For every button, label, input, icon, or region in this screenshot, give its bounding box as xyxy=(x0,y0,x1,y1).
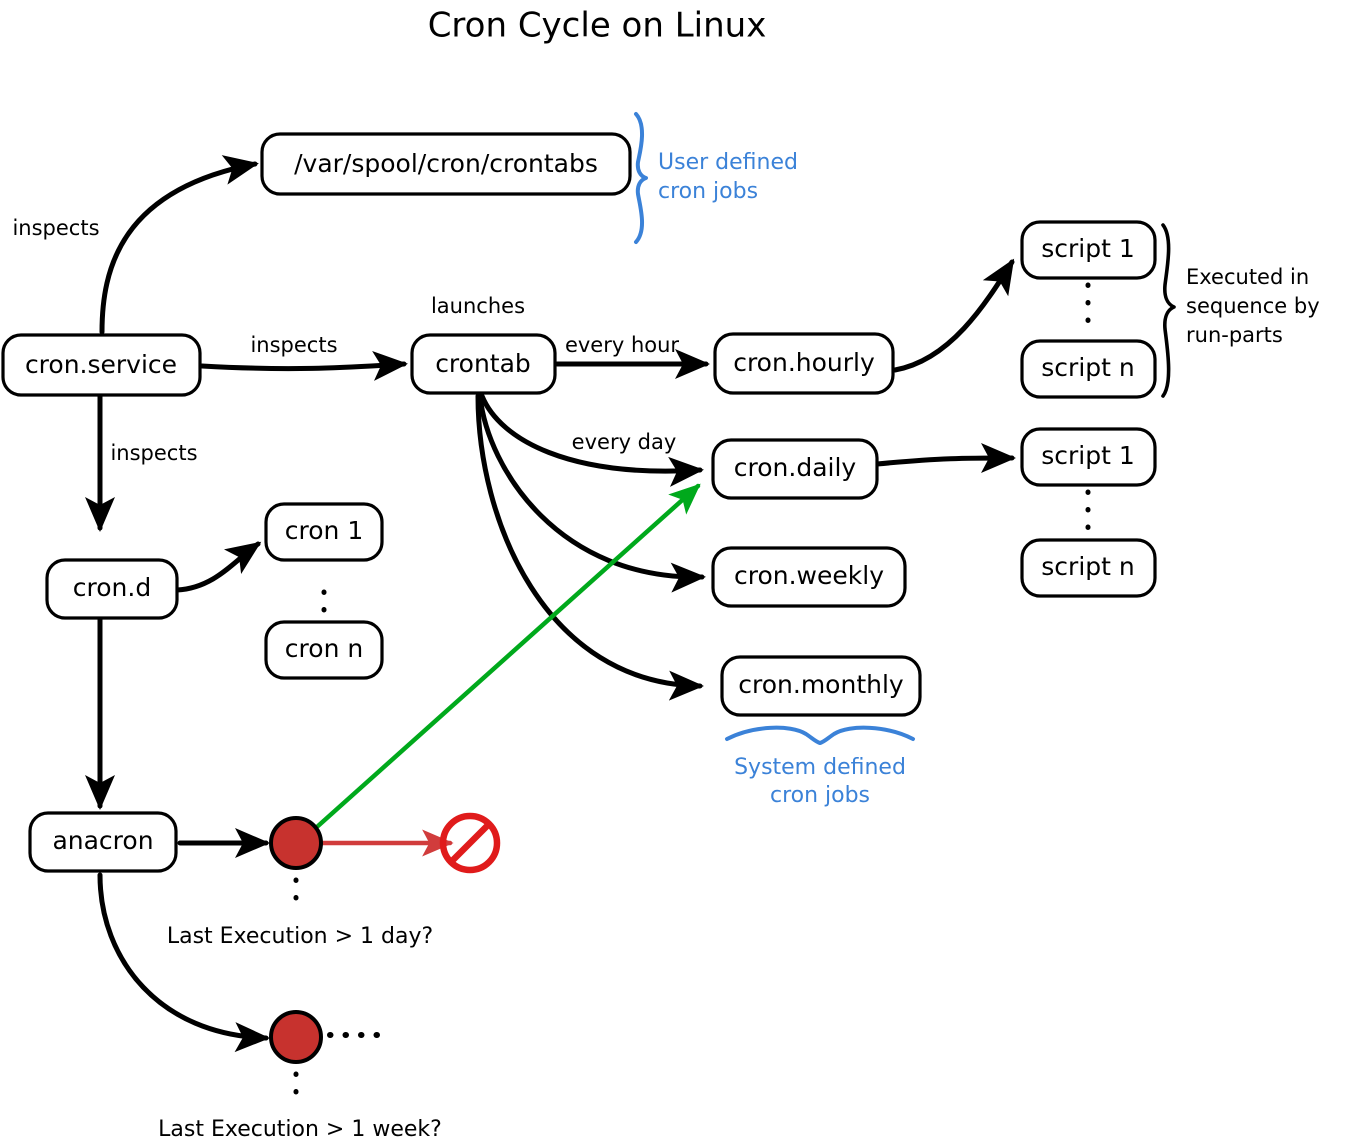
node-cron-daily[interactable]: cron.daily xyxy=(711,438,879,500)
node-anacron-box xyxy=(28,811,178,873)
node-hourly-script-1-box xyxy=(1020,220,1157,280)
node-hourly-script-n[interactable]: script n xyxy=(1020,339,1157,399)
node-cron-d-box xyxy=(45,558,179,620)
node-daily-script-n[interactable]: script n xyxy=(1020,538,1157,598)
annotation-run-parts-line2: sequence by xyxy=(1186,294,1320,318)
node-cron-1[interactable]: cron 1 xyxy=(264,502,384,562)
decision-circle-week[interactable] xyxy=(269,1010,323,1064)
condition-label-week: Last Execution > 1 week? xyxy=(158,1117,442,1142)
edge-label-service-to-crontabs: inspects xyxy=(12,216,99,240)
node-cron-service[interactable]: cron.service xyxy=(1,333,202,397)
node-cron-d-label: cron.d xyxy=(73,573,151,602)
node-daily-script-1-label: script 1 xyxy=(1041,441,1135,470)
annotation-system-defined-line2: cron jobs xyxy=(770,783,870,808)
node-cron-monthly-box xyxy=(720,655,922,717)
node-cron-1-box xyxy=(264,502,384,562)
node-cron-n[interactable]: cron n xyxy=(264,620,384,680)
node-daily-script-n-box xyxy=(1020,538,1157,598)
brace-run-parts xyxy=(1161,223,1176,398)
edge-label-every-hour: every hour xyxy=(565,333,679,357)
node-anacron[interactable]: anacron xyxy=(28,811,178,873)
node-cron-d[interactable]: cron.d xyxy=(45,558,179,620)
annotation-system-defined-line1: System defined xyxy=(734,755,906,780)
decision-circle-day[interactable] xyxy=(269,816,323,870)
edge-service-to-crontabs xyxy=(99,155,259,335)
edge-label-service-to-crond: inspects xyxy=(110,441,197,465)
node-crontab-box xyxy=(410,333,557,395)
annotation-run-parts-line3: run-parts xyxy=(1186,323,1283,347)
blocked-icon xyxy=(439,812,501,874)
node-cron-service-label: cron.service xyxy=(25,350,177,379)
page-title: Cron Cycle on Linux xyxy=(428,6,767,46)
node-cron-n-label: cron n xyxy=(285,634,363,663)
node-cron-monthly[interactable]: cron.monthly xyxy=(720,655,922,717)
node-cron-daily-label: cron.daily xyxy=(734,453,857,482)
brace-user-defined xyxy=(634,112,648,244)
node-crontab-label: crontab xyxy=(435,349,531,378)
node-hourly-script-1[interactable]: script 1 xyxy=(1020,220,1157,280)
edge-label-crontab-launches: launches xyxy=(431,294,525,318)
node-daily-script-n-label: script n xyxy=(1041,552,1134,581)
node-cron-monthly-label: cron.monthly xyxy=(738,670,904,699)
annotation-user-defined-line1: User defined xyxy=(658,150,798,175)
node-hourly-script-n-label: script n xyxy=(1041,353,1134,382)
node-crontab[interactable]: crontab xyxy=(410,333,557,395)
node-anacron-label: anacron xyxy=(52,826,153,855)
node-crontabs-path-box xyxy=(260,132,632,196)
brace-system-defined xyxy=(725,725,915,745)
node-cron-1-label: cron 1 xyxy=(285,516,363,545)
edge-label-service-to-crontab: inspects xyxy=(250,333,337,357)
node-cron-hourly-box xyxy=(713,332,895,395)
node-crontabs-path[interactable]: /var/spool/cron/crontabs xyxy=(260,132,632,196)
edge-day-check-to-daily xyxy=(315,483,701,829)
node-cron-weekly-box xyxy=(711,546,907,608)
node-daily-script-1-box xyxy=(1020,427,1157,487)
edge-anacron-to-week-check xyxy=(97,872,270,1053)
edge-crontab-to-daily xyxy=(479,393,704,487)
node-cron-service-box xyxy=(1,333,202,397)
edge-crontab-to-weekly xyxy=(477,393,706,593)
condition-label-day: Last Execution > 1 day? xyxy=(167,924,433,949)
edge-crond-to-cron1 xyxy=(174,541,262,593)
node-hourly-script-n-box xyxy=(1020,339,1157,399)
node-cron-daily-box xyxy=(711,438,879,500)
edge-daily-to-script1 xyxy=(874,443,1017,474)
annotation-user-defined-line2: cron jobs xyxy=(658,179,758,204)
node-cron-hourly[interactable]: cron.hourly xyxy=(713,332,895,395)
node-cron-weekly-label: cron.weekly xyxy=(734,561,884,590)
node-cron-n-box xyxy=(264,620,384,680)
edge-crontab-to-monthly xyxy=(475,393,704,701)
node-hourly-script-1-label: script 1 xyxy=(1041,234,1135,263)
node-cron-weekly[interactable]: cron.weekly xyxy=(711,546,907,608)
annotation-run-parts-line1: Executed in xyxy=(1186,265,1309,289)
node-daily-script-1[interactable]: script 1 xyxy=(1020,427,1157,487)
node-cron-hourly-label: cron.hourly xyxy=(733,348,875,377)
edge-hourly-to-script1 xyxy=(892,258,1015,373)
edge-label-every-day: every day xyxy=(572,430,677,454)
node-crontabs-path-label: /var/spool/cron/crontabs xyxy=(294,149,598,178)
edge-service-to-crontab xyxy=(199,350,408,381)
